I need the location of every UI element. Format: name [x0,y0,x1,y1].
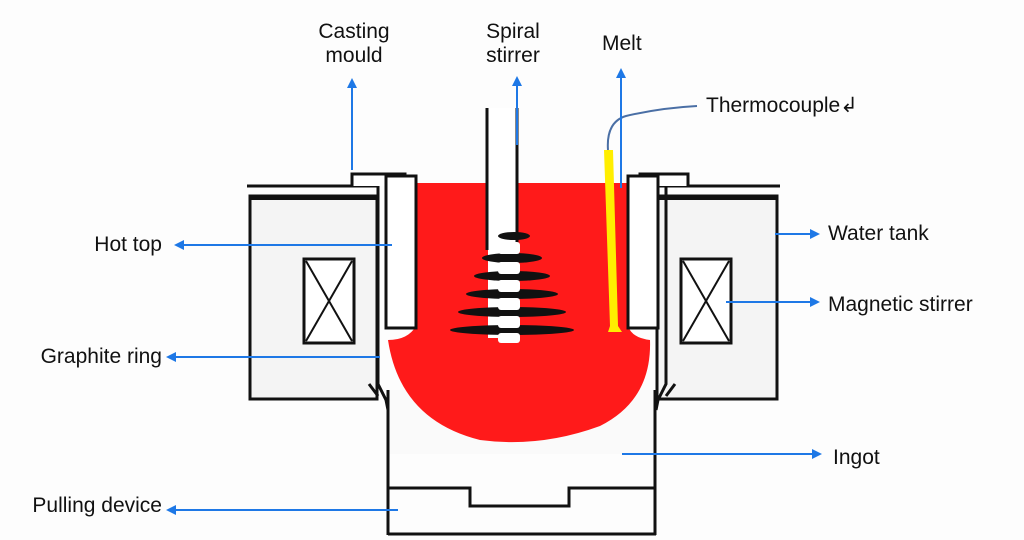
pulling-device [388,486,656,536]
label-ingot: Ingot [833,446,880,469]
label-spiral-stirrer-line1: Spiral [486,20,540,43]
right-mould [626,172,690,411]
label-casting-mould: Casting mould [306,20,402,68]
spiral-blades [450,232,574,335]
left-mould [350,172,418,411]
label-casting-mould-line2: mould [325,44,383,67]
label-magnetic-stirrer: Magnetic stirrer [828,293,973,316]
label-spiral-stirrer-line2: stirrer [486,44,540,67]
spiral-stirrer [450,108,574,343]
label-spiral-stirrer: Spiral stirrer [468,20,558,68]
right-coil-icon [679,257,733,345]
left-water-tank [247,184,379,401]
left-coil-icon [302,257,356,345]
label-water-tank: Water tank [828,222,929,245]
thermocouple [604,105,698,332]
label-hot-top: Hot top [94,233,162,256]
label-pulling-device: Pulling device [32,494,162,517]
label-melt: Melt [602,32,642,55]
leader-arrows [166,68,822,515]
right-water-tank [655,184,780,401]
label-casting-mould-line1: Casting [318,20,390,43]
label-graphite-ring: Graphite ring [40,345,162,368]
spiral-shaft-segments [498,242,520,343]
label-thermocouple: Thermocouple↲ [706,94,858,117]
